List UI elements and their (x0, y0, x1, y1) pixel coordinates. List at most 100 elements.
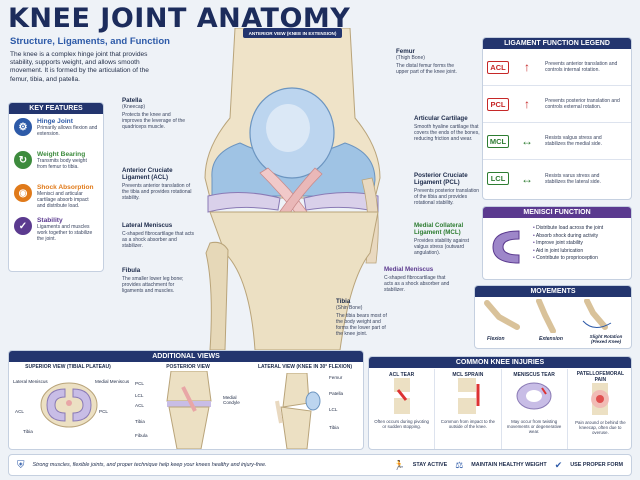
label-title: Femur (396, 48, 415, 55)
mini-label: LCL (329, 407, 338, 412)
injury-desc: May occur from twisting movements or deg… (506, 419, 562, 434)
running-icon: 🏃 (393, 459, 405, 470)
label-title: Tibia (336, 298, 351, 305)
mini-label: LCL (135, 393, 144, 398)
injury-meniscus: MENISCUS TEAR May occur from twisting mo… (502, 369, 568, 449)
movements-panel: MOVEMENTS Flexion Extension Slight Rotat… (474, 285, 632, 349)
label-sub: (Thigh Bone) (396, 55, 425, 61)
mini-label: Femur (329, 375, 343, 380)
label-cartilage: Articular Cartilage Smooth hyaline carti… (414, 115, 480, 142)
intro-text: The knee is a complex hinge joint that p… (10, 51, 149, 83)
label-desc: The tibia bears most of the body weight … (336, 313, 387, 337)
mini-label: Fibula (135, 433, 148, 438)
list-item: Aid in joint lubrication (533, 248, 603, 256)
mini-label: Tibia (135, 419, 145, 424)
meniscus-tear-icon (516, 382, 552, 410)
mini-label: Medial Meniscus (95, 379, 130, 384)
label-title: Medial Meniscus (384, 266, 434, 273)
footer-action: STAY ACTIVE (412, 462, 448, 468)
shield-icon: ✓ (14, 217, 32, 235)
movement-rotation: Slight Rotation (Flexed Knee) (589, 334, 623, 344)
menisci-list: Distribute load across the joint Absorb … (533, 225, 603, 263)
legend-row-lcl: LCL ↔ Resists varus stress and stabilize… (483, 160, 631, 197)
feature-desc: Ligaments and muscles work together to s… (37, 224, 93, 242)
posterior-view-illustration (166, 371, 212, 449)
scale-icon: ⚖ (455, 459, 464, 470)
injury-title: MENISCUS TEAR (513, 372, 555, 378)
legend-desc: Prevents posterior translation and contr… (545, 98, 620, 110)
lateral-view-illustration (275, 373, 321, 449)
label-desc: Protects the knee and improves the lever… (122, 112, 186, 130)
knee-illustration (180, 28, 405, 350)
injury-patellofemoral: PATELLOFEMORAL PAIN Pain around or behin… (568, 369, 633, 449)
label-title: Lateral Meniscus (122, 222, 173, 229)
label-desc: Prevents posterior translation of the ti… (414, 188, 480, 206)
mini-label: ACL (15, 409, 24, 414)
label-desc: Prevents anterior translation of the tib… (122, 183, 192, 201)
label-acl: Anterior Cruciate Ligament (ACL) Prevent… (122, 167, 194, 201)
feature-title: Shock Absorption (37, 184, 94, 191)
injury-desc: Often occurs during pivoting or sudden s… (374, 419, 429, 429)
arrow-icon: ↑ (524, 60, 530, 74)
legend-desc: Resists varus stress and stabilizes the … (545, 172, 601, 185)
legend-code: MCL (487, 134, 509, 148)
superior-view-title: SUPERIOR VIEW (TIBIAL PLATEAU) (25, 364, 111, 370)
additional-header: ADDITIONAL VIEWS (9, 351, 363, 362)
label-title: Fibula (122, 267, 141, 274)
mini-label: Lateral Meniscus (13, 379, 48, 384)
movement-extension: Extension (539, 336, 563, 342)
legend-desc: Resists valgus stress and stabilizes the… (545, 135, 602, 147)
label-title: Articular Cartilage (414, 115, 468, 122)
label-desc: C-shaped fibrocartilage that acts as a s… (122, 231, 194, 249)
feature-desc: Primarily allows flexion and extension. (37, 125, 98, 137)
label-desc: C-shaped fibrocartilage that acts as a s… (384, 275, 450, 293)
meniscus-icon (492, 230, 520, 264)
feature-title: Weight Bearing (37, 151, 86, 158)
footer-action: MAINTAIN HEALTHY WEIGHT (471, 462, 547, 468)
label-patella: Patella (Kneecap) Protects the knee and … (122, 97, 192, 130)
injury-acl: ACL TEAR Often occurs during pivoting or… (369, 369, 436, 449)
label-mcl: Medial Collateral Ligament (MCL) Provide… (414, 222, 480, 256)
label-medial-meniscus: Medial Meniscus C-shaped fibrocartilage … (384, 266, 454, 293)
mini-label: Tibia (329, 425, 339, 430)
label-femur: Femur (Thigh Bone) The distal femur form… (396, 48, 460, 75)
label-sub: (Shin Bone) (336, 305, 363, 311)
list-item: Contribute to proprioception (533, 255, 603, 263)
key-features-header: KEY FEATURES (9, 103, 103, 114)
injuries-row: ACL TEAR Often occurs during pivoting or… (369, 369, 633, 449)
mini-label: Medial Condyle (223, 395, 240, 405)
superior-view-illustration (40, 382, 98, 428)
legend-code: ACL (487, 60, 509, 74)
weight-icon: ↻ (14, 151, 32, 169)
lateral-view-title: LATERAL VIEW (KNEE IN 30° FLEXION) (257, 364, 353, 370)
feature-title: Hinge Joint (37, 118, 73, 125)
label-title: Patella (122, 97, 142, 104)
arrow-icon: ↔ (521, 171, 533, 186)
injury-desc: Common from impact to the outside of the… (440, 419, 495, 429)
legend-code: PCL (487, 97, 509, 111)
patella-pain-icon (591, 383, 610, 415)
shock-icon: ◉ (14, 184, 32, 202)
movements-illustration (484, 299, 612, 333)
acl-tear-icon (393, 378, 410, 414)
label-fibula: Fibula The smaller lower leg bone; provi… (122, 267, 194, 294)
menisci-panel: MENISCI FUNCTION Distribute load across … (482, 206, 632, 280)
view-tag: ANTERIOR VIEW (KNEE IN EXTENSION) (248, 31, 337, 36)
label-tibia: Tibia (Shin Bone) The tibia bears most o… (336, 298, 388, 337)
legend-header: LIGAMENT FUNCTION LEGEND (483, 38, 631, 49)
ligament-legend-panel: LIGAMENT FUNCTION LEGEND ACL ↑ Prevents … (482, 37, 632, 200)
injury-title: PATELLOFEMORAL PAIN (576, 371, 625, 383)
mini-label: PCL (99, 409, 108, 414)
mini-label: PCL (135, 381, 144, 386)
posterior-view-title: POSTERIOR VIEW (166, 364, 210, 370)
mini-label: ACL (135, 403, 144, 408)
injury-title: ACL TEAR (389, 372, 415, 378)
menisci-header: MENISCI FUNCTION (483, 207, 631, 218)
label-desc: The distal femur forms the upper part of… (396, 63, 457, 75)
legend-row-acl: ACL ↑ Prevents anterior translation and … (483, 49, 631, 86)
